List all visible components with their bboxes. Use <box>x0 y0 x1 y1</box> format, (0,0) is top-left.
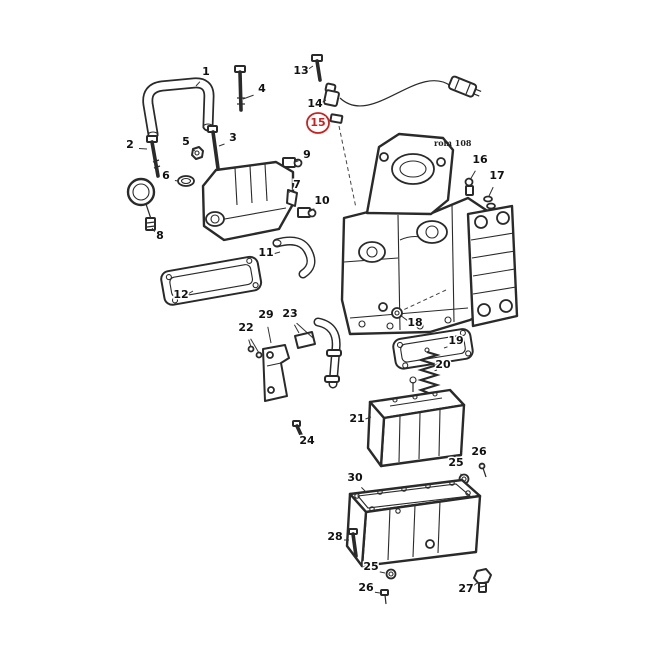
leader-line <box>138 148 148 150</box>
part-label-26: 26 <box>358 581 374 594</box>
oil-return-tube <box>142 77 215 140</box>
part-label-22: 22 <box>238 321 253 334</box>
part-label-25: 25 <box>448 456 463 469</box>
part-label-30: 30 <box>347 471 363 484</box>
leader-line <box>434 369 438 372</box>
screw-26-upper <box>478 462 487 478</box>
part-label-11: 11 <box>258 246 273 259</box>
leader-line <box>293 324 300 334</box>
oil-pan <box>345 478 482 568</box>
leader-line <box>308 208 315 213</box>
bracket-29 <box>262 344 290 402</box>
upper-oil-pan <box>366 376 466 468</box>
cover-bolt <box>234 65 246 112</box>
top-cover-gasket <box>160 255 263 306</box>
mount-bolt <box>146 135 161 178</box>
leader-line <box>195 81 201 87</box>
part-label-26: 26 <box>471 445 487 458</box>
leader-line <box>379 571 386 574</box>
bottom-gasket <box>392 328 474 370</box>
small-fitting <box>191 146 204 160</box>
part-label-12: 12 <box>173 288 188 301</box>
leader-line <box>460 473 463 477</box>
leader-line <box>399 314 408 322</box>
leader-line <box>218 143 225 147</box>
part-label-4: 4 <box>258 82 266 95</box>
leader-line <box>299 433 303 437</box>
leader-line <box>365 416 372 420</box>
spring <box>417 347 441 396</box>
leader-line <box>274 251 281 254</box>
transmission-top-cover <box>201 160 298 242</box>
part-label-8: 8 <box>156 229 164 242</box>
leader-line <box>250 338 260 354</box>
leader-line <box>443 346 448 349</box>
part-label-25: 25 <box>363 560 378 573</box>
pan-bolt <box>348 528 358 558</box>
small-screws-22 <box>247 345 263 359</box>
part-label-21: 21 <box>349 412 364 425</box>
part-label-2: 2 <box>126 138 134 151</box>
part-label-14: 14 <box>307 97 323 110</box>
top-small-bolt <box>311 54 323 82</box>
speed-sensor <box>323 80 452 107</box>
part-label-24: 24 <box>299 434 315 447</box>
part-label-17: 17 <box>489 169 504 182</box>
leader-line <box>374 591 381 594</box>
screw-washer-16 <box>464 177 474 196</box>
dipstick <box>126 177 156 231</box>
part-label-23: 23 <box>282 307 297 320</box>
leader-line <box>242 94 254 100</box>
part-label-28: 28 <box>327 530 342 543</box>
part-label-3: 3 <box>229 131 237 144</box>
leader-line <box>267 326 272 344</box>
leader-line <box>308 65 314 70</box>
sensor-plug <box>329 113 357 209</box>
vent-hose <box>272 236 316 279</box>
part-label-29: 29 <box>258 308 273 321</box>
leader-line <box>472 582 478 587</box>
vent-fitting <box>282 157 303 168</box>
screw-26-lower <box>380 589 389 605</box>
leader-line <box>188 290 194 294</box>
leader-line <box>174 180 179 182</box>
harness-connector <box>447 75 482 98</box>
drain-plug <box>473 568 492 593</box>
part-label-15: 15 <box>310 116 325 129</box>
part-label-27: 27 <box>458 582 473 595</box>
part-label-19: 19 <box>448 334 463 347</box>
leader-line <box>469 170 476 181</box>
case-embossed-text: rom 108 <box>434 138 472 148</box>
leader-line <box>322 99 327 103</box>
part-label-5: 5 <box>182 135 190 148</box>
leader-line <box>248 339 252 348</box>
leader-line <box>151 227 156 232</box>
part-label-13: 13 <box>293 64 308 77</box>
part-label-7: 7 <box>293 178 301 191</box>
o-ring <box>177 175 195 187</box>
leader-line <box>488 186 494 197</box>
part-label-1: 1 <box>202 65 210 78</box>
washers-17 <box>483 195 496 210</box>
washer-25-lower <box>385 568 397 580</box>
part-labels-layer: 1234567891011121314151617181920212223242… <box>125 63 506 597</box>
part-label-20: 20 <box>435 358 451 371</box>
part-label-6: 6 <box>162 169 170 182</box>
leader-line <box>294 160 299 163</box>
leader-line <box>288 191 291 193</box>
leader-line <box>361 487 367 493</box>
part-label-16: 16 <box>472 153 488 166</box>
part-label-10: 10 <box>314 194 330 207</box>
side-plate <box>466 204 519 328</box>
transmission-case: rom 108 <box>340 132 508 336</box>
shaft-washers-18 <box>378 289 447 319</box>
highlight-circle <box>306 112 330 134</box>
leader-line <box>193 149 196 152</box>
drain-hose <box>294 317 342 389</box>
part-label-9: 9 <box>303 148 311 161</box>
part-label-18: 18 <box>407 316 422 329</box>
elbow-fitting <box>297 207 317 218</box>
leader-line <box>296 322 314 339</box>
